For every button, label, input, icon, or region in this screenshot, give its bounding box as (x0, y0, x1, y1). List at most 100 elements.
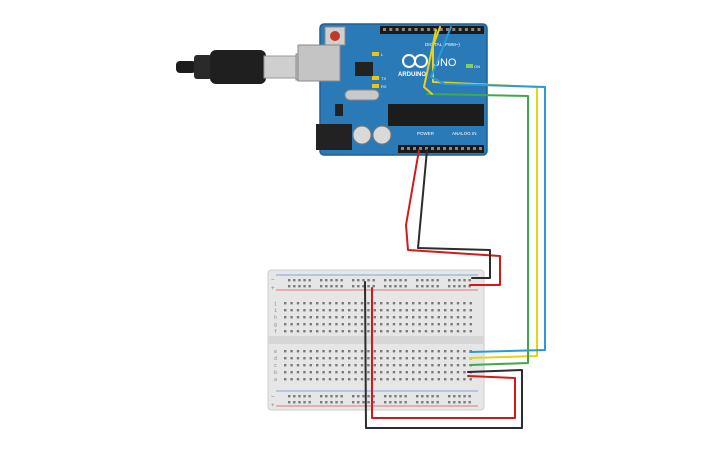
rail-hole[interactable] (448, 395, 451, 398)
rail-hole[interactable] (352, 279, 355, 282)
digital-pin[interactable] (420, 28, 424, 31)
arduino-uno-board[interactable]: ARDUINO UNO ON DIGITAL (PWM~) POWER ANAL… (297, 23, 488, 156)
breadboard-hole[interactable] (412, 378, 415, 381)
breadboard-hole[interactable] (399, 350, 402, 353)
breadboard-hole[interactable] (405, 371, 408, 374)
rail-hole[interactable] (288, 395, 291, 398)
breadboard-hole[interactable] (309, 357, 312, 360)
breadboard-hole[interactable] (437, 350, 440, 353)
breadboard-hole[interactable] (316, 316, 319, 319)
breadboard-hole[interactable] (405, 302, 408, 305)
rail-hole[interactable] (357, 285, 360, 288)
breadboard-hole[interactable] (335, 302, 338, 305)
rail-hole[interactable] (416, 285, 419, 288)
power-analog-pin[interactable] (401, 147, 404, 150)
breadboard-hole[interactable] (469, 323, 472, 326)
breadboard-hole[interactable] (296, 364, 300, 367)
breadboard-hole[interactable] (456, 330, 460, 333)
breadboard-hole[interactable] (424, 309, 428, 312)
breadboard-hole[interactable] (348, 330, 351, 333)
rail-hole[interactable] (288, 285, 291, 288)
breadboard-hole[interactable] (296, 323, 300, 326)
breadboard-hole[interactable] (296, 302, 300, 305)
breadboard-hole[interactable] (360, 371, 364, 374)
power-analog-pin[interactable] (425, 147, 428, 150)
rail-hole[interactable] (293, 279, 296, 282)
breadboard-hole[interactable] (380, 330, 383, 333)
rail-hole[interactable] (453, 401, 456, 404)
breadboard-hole[interactable] (412, 330, 415, 333)
breadboard-hole[interactable] (367, 316, 370, 319)
breadboard-hole[interactable] (437, 357, 440, 360)
breadboard-hole[interactable] (373, 350, 376, 353)
rail-hole[interactable] (298, 279, 301, 282)
breadboard-hole[interactable] (328, 330, 332, 333)
digital-pin[interactable] (389, 28, 393, 31)
breadboard-hole[interactable] (354, 371, 357, 374)
breadboard-hole[interactable] (303, 378, 306, 381)
breadboard-hole[interactable] (405, 316, 408, 319)
breadboard-hole[interactable] (450, 364, 453, 367)
breadboard-hole[interactable] (354, 302, 357, 305)
breadboard-hole[interactable] (367, 302, 370, 305)
breadboard-hole[interactable] (418, 309, 421, 312)
breadboard-hole[interactable] (284, 302, 287, 305)
breadboard-hole[interactable] (444, 330, 447, 333)
rail-hole[interactable] (303, 285, 306, 288)
breadboard-hole[interactable] (450, 323, 453, 326)
breadboard-hole[interactable] (303, 323, 306, 326)
breadboard-holes[interactable] (284, 279, 472, 404)
rail-hole[interactable] (340, 395, 343, 398)
breadboard-hole[interactable] (316, 378, 319, 381)
digital-pin[interactable] (446, 28, 449, 31)
breadboard-hole[interactable] (284, 378, 287, 381)
breadboard-hole[interactable] (386, 323, 389, 326)
rail-hole[interactable] (288, 401, 291, 404)
breadboard-hole[interactable] (424, 364, 428, 367)
breadboard-hole[interactable] (373, 316, 376, 319)
digital-pin[interactable] (427, 28, 431, 31)
breadboard-hole[interactable] (469, 316, 472, 319)
breadboard-hole[interactable] (316, 371, 319, 374)
breadboard-hole[interactable] (335, 316, 338, 319)
breadboard-hole[interactable] (412, 302, 415, 305)
breadboard-hole[interactable] (450, 357, 453, 360)
breadboard-hole[interactable] (284, 350, 287, 353)
reset-button[interactable] (324, 26, 346, 46)
breadboard-hole[interactable] (392, 350, 396, 353)
breadboard-hole[interactable] (316, 364, 319, 367)
rail-hole[interactable] (293, 401, 296, 404)
rail-hole[interactable] (468, 285, 471, 288)
breadboard-hole[interactable] (450, 309, 453, 312)
breadboard-hole[interactable] (450, 316, 453, 319)
rail-hole[interactable] (458, 395, 461, 398)
breadboard-hole[interactable] (322, 302, 325, 305)
breadboard-hole[interactable] (463, 316, 466, 319)
breadboard-hole[interactable] (348, 350, 351, 353)
rail-hole[interactable] (431, 401, 434, 404)
breadboard-hole[interactable] (360, 357, 364, 360)
rail-hole[interactable] (357, 401, 360, 404)
power-analog-pin[interactable] (431, 147, 434, 150)
breadboard-hole[interactable] (418, 371, 421, 374)
breadboard-hole[interactable] (284, 330, 287, 333)
breadboard-hole[interactable] (303, 357, 306, 360)
breadboard-hole[interactable] (380, 378, 383, 381)
breadboard-hole[interactable] (405, 330, 408, 333)
breadboard-hole[interactable] (316, 350, 319, 353)
rail-hole[interactable] (394, 401, 397, 404)
breadboard-hole[interactable] (309, 309, 312, 312)
breadboard-hole[interactable] (418, 364, 421, 367)
breadboard-hole[interactable] (386, 330, 389, 333)
breadboard-hole[interactable] (437, 309, 440, 312)
breadboard-hole[interactable] (431, 350, 434, 353)
breadboard-hole[interactable] (463, 323, 466, 326)
breadboard-hole[interactable] (431, 357, 434, 360)
breadboard-hole[interactable] (328, 378, 332, 381)
breadboard-hole[interactable] (309, 378, 312, 381)
rail-hole[interactable] (426, 401, 429, 404)
rail-hole[interactable] (372, 395, 375, 398)
breadboard-hole[interactable] (284, 364, 287, 367)
wires[interactable] (364, 26, 546, 429)
breadboard-hole[interactable] (328, 316, 332, 319)
